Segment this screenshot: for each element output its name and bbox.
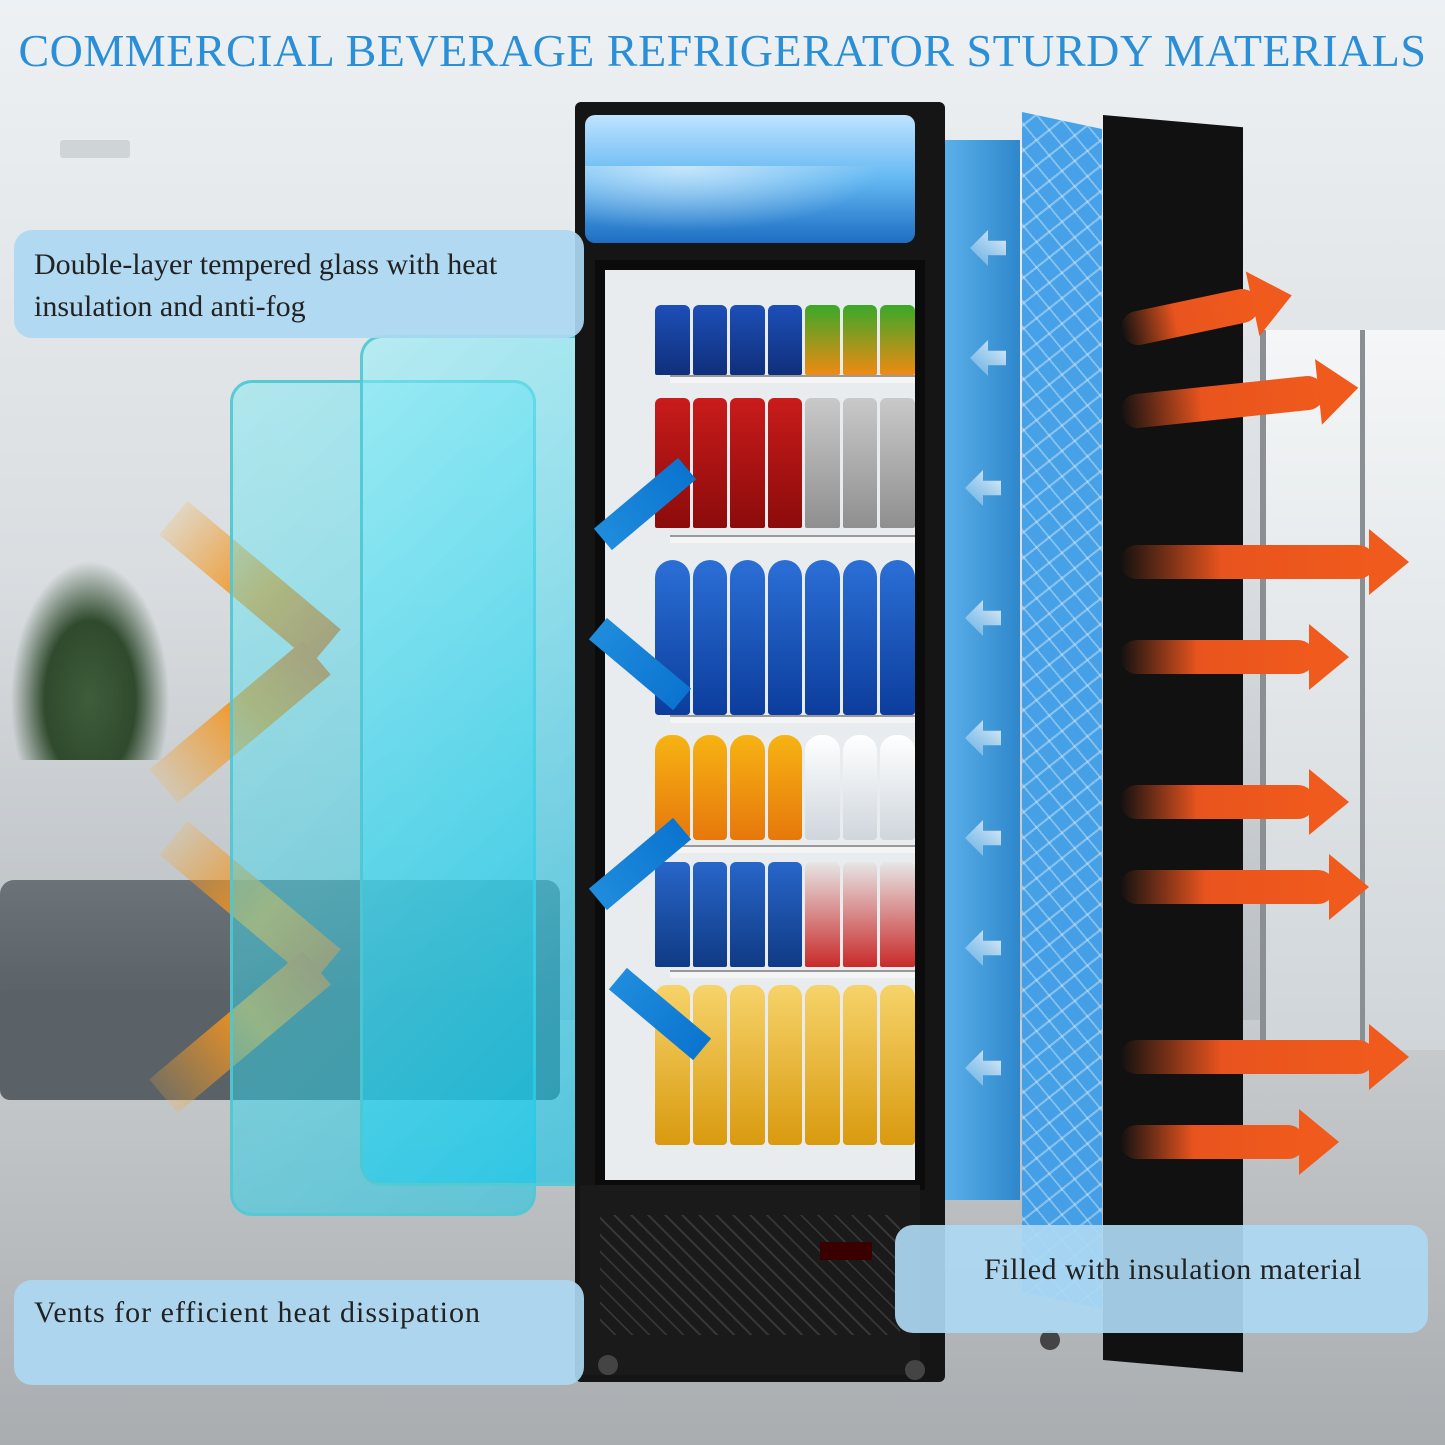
shelf (670, 535, 915, 543)
shelf (670, 845, 915, 853)
shelf-row-cans (655, 305, 916, 375)
caster-wheel (905, 1360, 925, 1380)
glass-callout: Double-layer tempered glass with heat in… (14, 230, 584, 338)
fridge-side-wall (945, 140, 1020, 1200)
header-light-panel (585, 115, 915, 243)
shelf (670, 375, 915, 383)
office-window (1260, 330, 1445, 1050)
caster-wheel (598, 1355, 618, 1375)
vent-grille (600, 1215, 900, 1335)
shelf-row-cans (655, 862, 916, 967)
heat-out-arrow-icon (1120, 624, 1349, 690)
plant (10, 560, 170, 760)
window-frame (1360, 330, 1365, 1050)
temperature-display (820, 1242, 872, 1260)
compressor-base (580, 1185, 920, 1375)
caster-wheel (1040, 1330, 1060, 1350)
heat-out-arrow-icon (1120, 854, 1369, 920)
heat-out-arrow-icon (1120, 1024, 1409, 1090)
insulation-layer (1022, 112, 1102, 1310)
water-wave-graphic (585, 166, 915, 243)
heat-out-arrow-icon (1120, 769, 1349, 835)
insulation-texture (1022, 112, 1102, 1310)
insulation-callout: Filled with insulation material (895, 1225, 1428, 1333)
shelf-row-sports-drinks (655, 735, 916, 840)
heat-out-arrow-icon (1120, 529, 1409, 595)
shelf-row-cans (655, 398, 916, 528)
ceiling-light (60, 140, 130, 158)
shelf-row-beer-bottles (655, 985, 916, 1145)
heat-out-arrow-icon (1120, 1109, 1339, 1175)
shelf (670, 970, 915, 978)
shelf (670, 715, 915, 723)
shelf-row-bottles (655, 560, 916, 715)
page-title: COMMERCIAL BEVERAGE REFRIGERATOR STURDY … (18, 25, 1427, 76)
vents-callout: Vents for efficient heat dissipation (14, 1280, 584, 1385)
